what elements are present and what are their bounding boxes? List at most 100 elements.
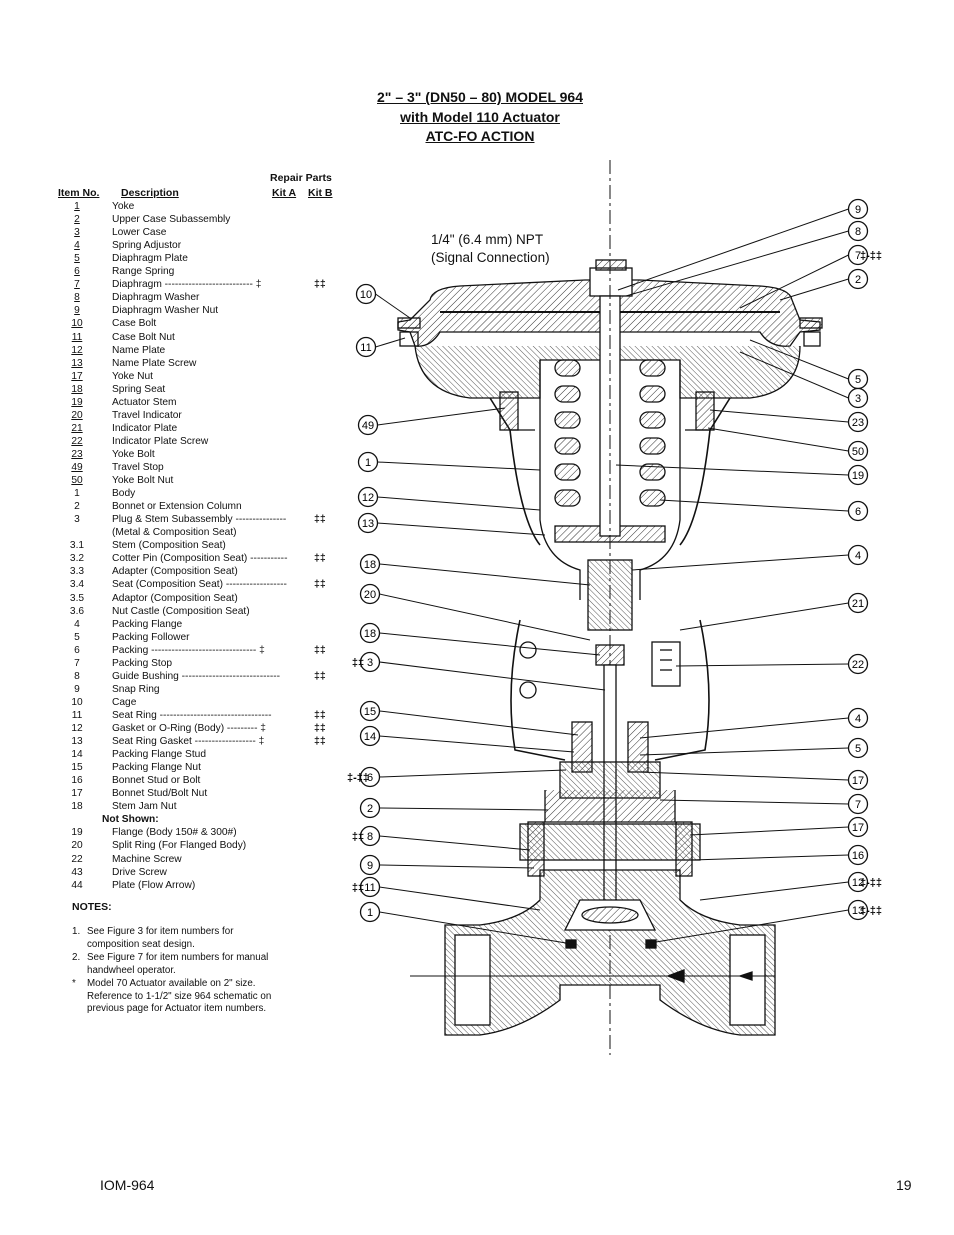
callout-number: 8: [855, 226, 861, 238]
item-description: Diaphragm Plate: [112, 253, 188, 265]
item-number: 11: [71, 331, 83, 343]
item-number: 5: [74, 253, 80, 265]
callout-circle: [847, 653, 869, 675]
callout-21: 21: [847, 592, 869, 614]
callout-circle: [847, 707, 869, 729]
item-description: Adaptor (Composition Seat): [112, 592, 238, 604]
callout-number: 9: [855, 204, 861, 216]
kit-a-header: Kit A: [272, 187, 297, 199]
leader-line: [739, 351, 849, 399]
callout-circle: [847, 769, 869, 791]
note-text: See Figure 3 for item numbers for compos…: [87, 926, 234, 950]
item-description: Packing Follower: [112, 631, 190, 643]
item-description: Snap Ring: [112, 683, 160, 695]
item-number: 17: [71, 370, 83, 382]
item-description: Yoke Bolt: [112, 448, 155, 460]
callout-number: 20: [364, 589, 376, 601]
callout-number: 1: [365, 457, 371, 469]
item-description: Cotter Pin (Composition Seat) ----------…: [112, 553, 288, 565]
leader-line: [749, 339, 849, 380]
item-description: Upper Case Subassembly: [112, 214, 231, 226]
kit-marker: ‡-‡‡: [860, 877, 882, 889]
item-number: 16: [71, 775, 83, 787]
leader-line: [631, 554, 849, 571]
item-number: 9: [74, 683, 80, 695]
callout-17: 17: [847, 769, 869, 791]
item-number: 3.6: [69, 605, 85, 617]
item-number: 22: [71, 435, 83, 447]
kit-b-mark: ‡‡: [314, 643, 326, 656]
callout-7: 7‡-‡‡: [847, 244, 882, 266]
kit-marker: ‡-‡‡: [860, 905, 882, 917]
callout-circle: [847, 387, 869, 409]
callout-9: 9: [847, 198, 869, 220]
item-number: 12: [71, 344, 83, 356]
callout-number: 49: [362, 420, 374, 432]
item-number: 10: [71, 318, 83, 330]
item-description: Indicator Plate Screw: [112, 435, 209, 447]
callout-number: 2: [855, 274, 861, 286]
callout-circle: [847, 268, 869, 290]
callout-circle: [355, 336, 377, 358]
callout-number: 19: [852, 470, 864, 482]
callout-9: 9: [359, 854, 381, 876]
callout-circle: [847, 244, 869, 266]
leader-line: [625, 230, 849, 297]
leader-line: [689, 826, 849, 836]
leader-line: [379, 769, 567, 778]
kit-b-mark: ‡‡: [314, 278, 326, 291]
kit-marker: ‡‡: [352, 657, 364, 669]
leader-line: [379, 632, 601, 656]
leader-line: [659, 799, 849, 805]
title-line-3: ATC-FO ACTION: [425, 128, 535, 144]
item-number: 23: [71, 448, 83, 460]
callout-3: 3: [847, 387, 869, 409]
callout-circle: [847, 737, 869, 759]
parts-table-row: 9 Snap Ring: [62, 683, 342, 696]
item-number: 20: [71, 840, 83, 852]
leader-line: [617, 208, 849, 291]
callout-1: 1: [359, 901, 381, 923]
callout-circle: [355, 283, 377, 305]
callout-number: 16: [852, 850, 864, 862]
kit-b-mark: ‡‡: [314, 669, 326, 682]
leader-line: [649, 909, 849, 944]
callout-number: 50: [852, 446, 864, 458]
signal-connection-label: 1/4" (6.4 mm) NPT (Signal Connection): [431, 231, 550, 267]
note-marker: *: [72, 978, 76, 989]
callout-circle: [847, 500, 869, 522]
leader-line: [379, 563, 591, 586]
callout-number: 18: [364, 628, 376, 640]
kit-b-mark: ‡‡: [314, 552, 326, 565]
kit-marker: ‡-‡‡: [347, 772, 369, 784]
item-number: 14: [71, 749, 83, 761]
item-number: 4: [74, 618, 80, 630]
item-number: 7: [74, 279, 80, 291]
item-description: Name Plate: [112, 344, 166, 356]
item-number: 43: [71, 866, 83, 878]
callout-number: 6: [367, 772, 373, 784]
callout-19: 19: [847, 464, 869, 486]
callout-number: 3: [855, 393, 861, 405]
callout-number: 11: [364, 882, 375, 894]
callout-number: 22: [852, 659, 864, 671]
leader-line: [659, 499, 849, 512]
leader-line: [379, 593, 591, 641]
callout-17: 17: [847, 816, 869, 838]
item-description: Seat (Composition Seat) ----------------…: [112, 579, 287, 591]
item-description: Indicator Plate: [112, 422, 178, 434]
item-number: 6: [74, 266, 80, 278]
item-description: Bonnet Stud or Bolt: [112, 775, 201, 787]
leader-line: [739, 254, 849, 309]
item-description: Nut Castle (Composition Seat): [112, 605, 250, 617]
